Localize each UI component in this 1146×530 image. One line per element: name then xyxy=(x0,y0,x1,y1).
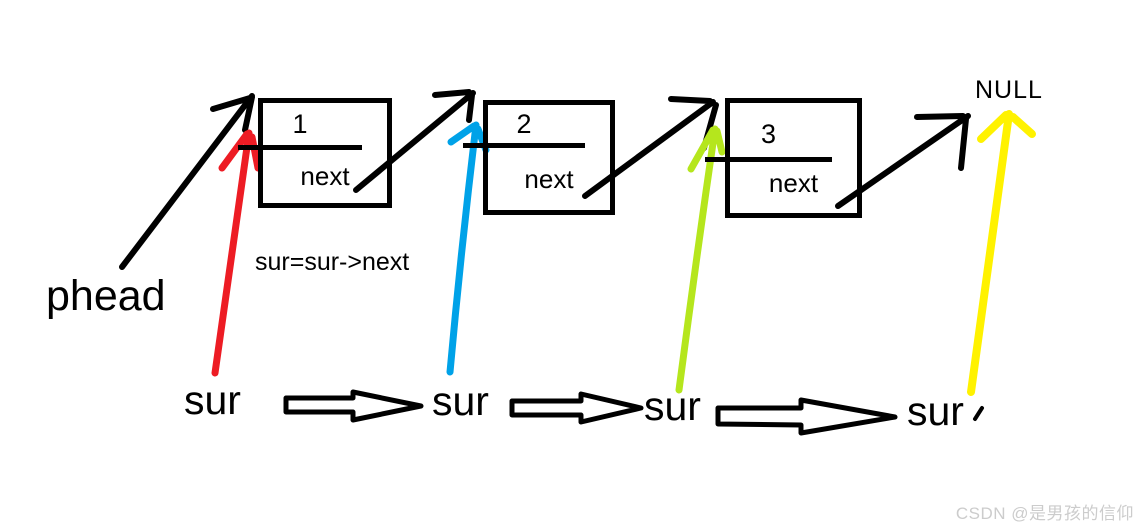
node-box-1: 1 next xyxy=(238,98,392,208)
node-box-3: 3 next xyxy=(705,98,862,218)
sur-arrow-yellow xyxy=(967,110,1036,396)
step-arrow-3 xyxy=(715,397,898,436)
pen-mark xyxy=(973,406,984,421)
phead-arrow xyxy=(119,93,255,270)
statement-label: sur=sur->next xyxy=(255,248,410,276)
black-arrows xyxy=(119,89,984,421)
sur-arrow-blue xyxy=(446,121,490,376)
phead-label: phead xyxy=(46,272,166,320)
next-arrow-1 xyxy=(353,89,476,193)
sur-arrow-yellow-stroke xyxy=(967,110,1036,396)
node-3-value: 3 xyxy=(705,112,832,162)
step-arrow-2 xyxy=(509,391,644,425)
sur-label-2: sur xyxy=(432,378,489,424)
sur-label-3: sur xyxy=(644,383,701,429)
null-label: NULL xyxy=(975,76,1043,104)
watermark: CSDN @是男孩的信仰 xyxy=(955,504,1134,523)
sur-label-1: sur xyxy=(184,377,241,423)
sur-arrow-lime-stroke xyxy=(675,125,726,394)
step-arrow-1 xyxy=(283,389,424,423)
sur-arrow-red xyxy=(211,129,262,377)
step-arrows xyxy=(283,389,898,436)
node-2-next-field: next xyxy=(524,163,574,194)
sur-arrow-blue-stroke xyxy=(446,121,490,376)
sur-label-4: sur xyxy=(907,388,964,434)
node-1-next-field: next xyxy=(300,161,350,191)
sur-arrow-red-stroke xyxy=(211,129,262,377)
sur-arrow-lime xyxy=(675,125,726,394)
node-2-value: 2 xyxy=(463,105,585,148)
node-1-value: 1 xyxy=(238,103,362,150)
node-3-next-field: next xyxy=(768,167,819,198)
node-box-2: 2 next xyxy=(463,100,615,215)
